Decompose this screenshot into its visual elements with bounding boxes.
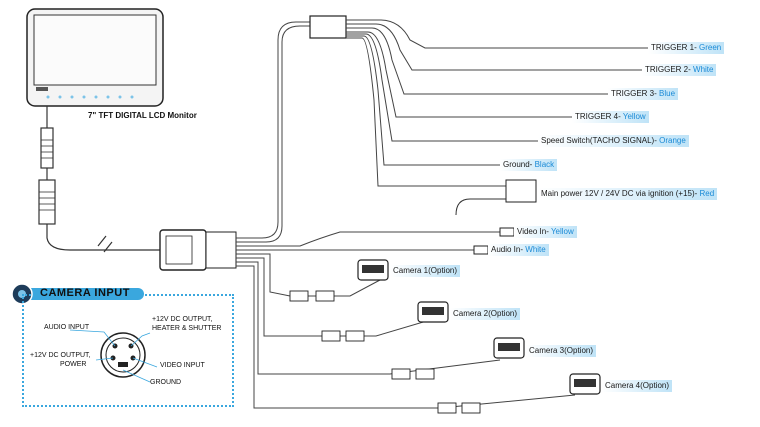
wire-color-name: Yellow <box>622 112 646 121</box>
pin-label-video-input: VIDEO INPUT <box>160 362 205 369</box>
wire-label-text: TRIGGER 3- <box>611 89 657 98</box>
wire-label-main-power: Main power 12V / 24V DC via ignition (+1… <box>538 188 718 200</box>
pin-label-dc-power-line1: +12V DC OUTPUT, <box>30 352 91 359</box>
wire-color-name: Green <box>699 43 722 52</box>
monitor-cable <box>38 106 160 253</box>
pin-label-ground: GROUND <box>150 379 182 386</box>
wire-label-trigger-2: TRIGGER 2- White <box>642 64 717 76</box>
wire-label-trigger-4: TRIGGER 4- Yellow <box>572 111 649 123</box>
wire-label-text: Video In- <box>517 227 549 236</box>
wire-color-name: White <box>525 245 546 254</box>
camera-label-2: Camera 2(Option) <box>450 308 521 320</box>
wire-label-video-in: Video In- Yellow <box>514 226 577 238</box>
wire-label-text: Audio In- <box>491 245 524 254</box>
wire-label-text: TRIGGER 1- <box>651 43 697 52</box>
pinout-leader-lines <box>69 329 158 383</box>
camera-leads <box>236 253 576 409</box>
lcd-monitor <box>26 8 164 107</box>
camera-3-icon <box>493 337 525 359</box>
wire-color-name: Yellow <box>550 227 574 236</box>
junction-box <box>159 229 237 271</box>
camera-lead-plugs <box>289 290 481 414</box>
wire-color-name: Red <box>699 189 715 198</box>
wire-label-trigger-3: TRIGGER 3- Blue <box>608 88 679 100</box>
camera-label-3: Camera 3(Option) <box>526 345 597 357</box>
wire-color-name: White <box>693 65 714 74</box>
monitor-plug-ribs <box>39 139 55 211</box>
wire-color-name: Black <box>534 160 555 169</box>
wire-label-text: Main power 12V / 24V DC via ignition (+1… <box>541 189 698 198</box>
wire-label-speed-switch: Speed Switch(TACHO SIGNAL)- Orange <box>538 135 689 147</box>
camera-input-title: CAMERA INPUT <box>40 287 130 299</box>
camera-label-4: Camera 4(Option) <box>602 380 673 392</box>
connector-pinout-icon <box>100 332 146 378</box>
wire-color-name: Orange <box>659 136 686 145</box>
pin-label-dc-power-line2: POWER <box>60 361 87 368</box>
wire-color-name: Blue <box>659 89 676 98</box>
pin-label-audio-input: AUDIO INPUT <box>44 324 90 331</box>
harness-top <box>236 15 648 243</box>
wire-label-text: TRIGGER 2- <box>645 65 691 74</box>
wire-label-text: Ground- <box>503 160 533 169</box>
wire-label-ground: Ground- Black <box>500 159 558 171</box>
wire-label-audio-in: Audio In- White <box>488 244 549 256</box>
wire-label-text: TRIGGER 4- <box>575 112 621 121</box>
camera-4-icon <box>569 373 601 395</box>
wire-label-trigger-1: TRIGGER 1- Green <box>648 42 725 54</box>
camera-label-1: Camera 1(Option) <box>390 265 461 277</box>
pin-label-dc-heater-line2: HEATER & SHUTTER <box>152 325 222 332</box>
monitor-caption: 7" TFT DIGITAL LCD Monitor <box>88 111 197 120</box>
pin-label-dc-heater-line1: +12V DC OUTPUT, <box>152 316 213 323</box>
fuse-holder <box>455 179 537 216</box>
av-leads <box>236 227 515 255</box>
camera-input-panel <box>22 294 234 407</box>
camera-2-icon <box>417 301 449 323</box>
wire-label-text: Speed Switch(TACHO SIGNAL)- <box>541 136 657 145</box>
camera-1-icon <box>357 259 389 281</box>
